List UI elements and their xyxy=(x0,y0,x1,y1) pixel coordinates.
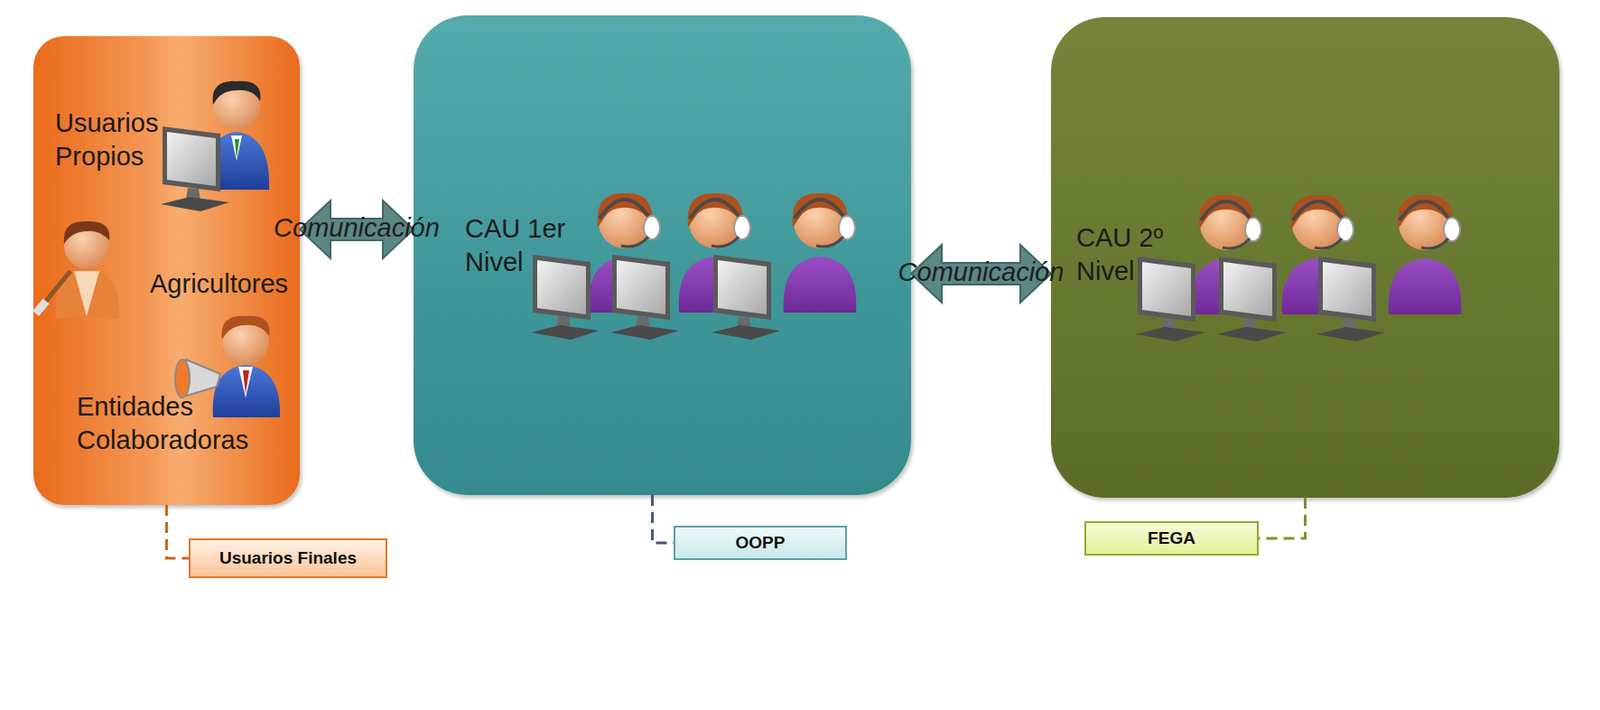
tag-box: Usuarios Finales xyxy=(188,538,388,578)
tag-box: FEGA xyxy=(1084,520,1259,556)
text-wrap: Entidades Colaboradoras xyxy=(76,390,271,457)
leader-line xyxy=(651,494,674,543)
node-label: Agricultores xyxy=(149,269,289,298)
node-label: CAU 1er Nivel xyxy=(465,213,566,277)
edge-label: Comunicación xyxy=(898,257,1065,287)
label-wrap: Comunicación xyxy=(898,257,1065,288)
label-wrap: Comunicación xyxy=(273,213,440,243)
level-box: CAU 1er Nivel xyxy=(413,15,912,495)
node-label: CAU 2º Nivel xyxy=(1076,223,1163,286)
leader-line xyxy=(1258,497,1306,539)
text-wrap: Usuarios Propios xyxy=(55,106,223,174)
tag-box: OOPP xyxy=(673,525,847,560)
text-wrap: Agricultores xyxy=(149,267,295,301)
region-box: Usuarios PropiosAgricultoresEntidades Co… xyxy=(33,36,300,505)
node-label: Entidades Colaboradoras xyxy=(76,391,249,455)
tag-label: OOPP xyxy=(735,532,786,553)
edge-label: Comunicación xyxy=(273,213,440,242)
node-label: Usuarios Propios xyxy=(55,108,159,171)
text-wrap: Usuarios Finales xyxy=(190,539,386,577)
text-wrap: FEGA xyxy=(1086,522,1257,554)
tag-label: FEGA xyxy=(1147,528,1196,549)
level-box: CAU 2º Nivel xyxy=(1051,17,1560,498)
text-wrap: CAU 2º Nivel xyxy=(1076,221,1185,289)
tag-label: Usuarios Finales xyxy=(219,548,357,568)
text-wrap: CAU 1er Nivel xyxy=(465,212,574,280)
leader-line xyxy=(167,504,190,559)
text-wrap: OOPP xyxy=(675,527,846,559)
